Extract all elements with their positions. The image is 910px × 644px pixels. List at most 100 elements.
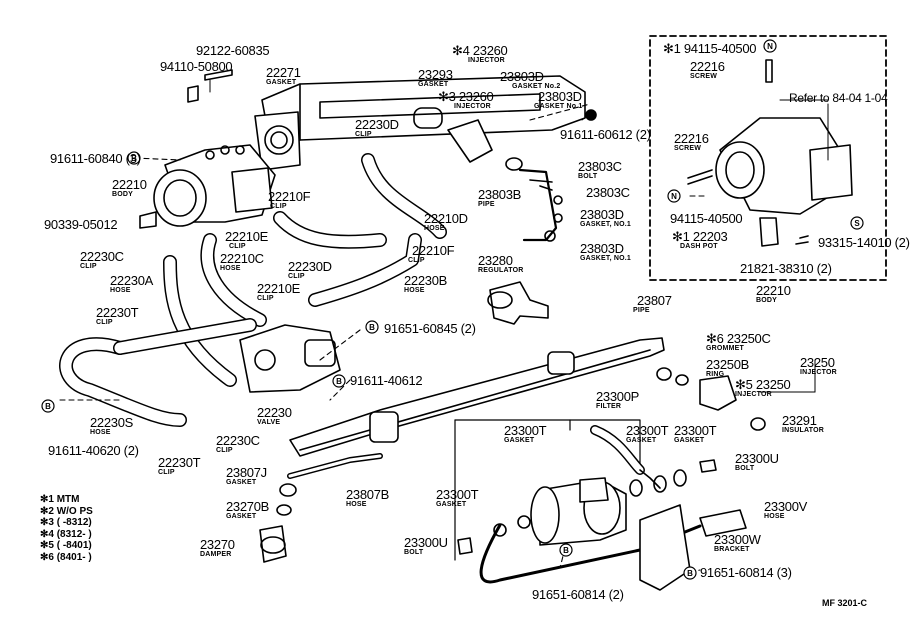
- part-description: PIPE: [478, 201, 495, 208]
- part-number: 90339-05012: [44, 217, 118, 232]
- part-description: INSULATOR: [782, 427, 824, 434]
- legend-item: ✻2 W/O PS: [40, 505, 93, 517]
- part-description: HOSE: [110, 287, 131, 294]
- part-number: 22210: [756, 283, 791, 298]
- part-number: 91651-60845 (2): [384, 321, 476, 336]
- part-number: 23270: [200, 537, 235, 552]
- part-description: GASKET No.1: [534, 103, 583, 110]
- part-description: BODY: [756, 297, 778, 304]
- part-description: HOSE: [90, 429, 111, 436]
- part-number: 23803D: [500, 69, 544, 84]
- part-description: HOSE: [346, 501, 367, 508]
- part-number: 23803D: [538, 89, 582, 104]
- part-number: 21821-38310 (2): [740, 261, 832, 276]
- part-number: 23280: [478, 253, 513, 268]
- part-number: 23803D: [580, 207, 624, 222]
- part-description: CLIP: [355, 131, 372, 138]
- part-number: 22210D: [424, 211, 468, 226]
- part-number: 22210E: [257, 281, 301, 296]
- part-number: 94115-40500: [670, 211, 743, 226]
- part-number: ✻3 23260: [438, 89, 494, 104]
- part-description: BOLT: [578, 173, 598, 180]
- part-number: 23300U: [735, 451, 779, 466]
- part-number: 23291: [782, 413, 817, 428]
- svg-text:B: B: [131, 154, 137, 163]
- svg-text:B: B: [687, 569, 693, 578]
- part-description: CLIP: [288, 273, 305, 280]
- part-number: ✻1 22203: [672, 229, 728, 244]
- svg-text:N: N: [767, 42, 773, 51]
- part-number: 23300V: [764, 499, 808, 514]
- callout-i7: 21821-38310 (2): [740, 262, 832, 275]
- part-description: GASKET: [436, 501, 467, 508]
- part-number: 23300T: [504, 423, 547, 438]
- part-description: INJECTOR: [468, 57, 505, 64]
- part-description: PIPE: [633, 307, 650, 314]
- part-number: 23250B: [706, 357, 750, 372]
- part-description: GASKET, NO.1: [580, 255, 632, 262]
- callout-p57: 91651-60814 (3): [700, 566, 792, 579]
- svg-text:B: B: [45, 402, 51, 411]
- part-number: ✻6 23250C: [706, 331, 771, 346]
- part-number: 22216: [690, 59, 725, 74]
- part-number: 23300T: [626, 423, 669, 438]
- part-description: HOSE: [220, 265, 241, 272]
- part-number: 22210: [112, 177, 147, 192]
- part-description: INJECTOR: [800, 369, 837, 376]
- part-number: 23270B: [226, 499, 270, 514]
- diagram-code: MF 3201-C: [822, 598, 868, 608]
- part-description: BOLT: [404, 549, 424, 556]
- svg-text:B: B: [563, 546, 569, 555]
- part-number: 91611-40612: [350, 373, 423, 388]
- part-description: GASKET: [626, 437, 657, 444]
- part-number: 91611-60612 (2): [560, 127, 651, 142]
- part-description: GASKET: [418, 81, 449, 88]
- part-description: GASKET: [504, 437, 535, 444]
- part-description: INJECTOR: [454, 103, 491, 110]
- callout-p42: 91611-40620 (2): [48, 444, 139, 457]
- part-description: BRACKET: [714, 546, 750, 553]
- refer-note: Refer to 84-04 1-04: [789, 91, 888, 105]
- part-number: 22230A: [110, 273, 154, 288]
- part-description: SCREW: [674, 145, 702, 152]
- part-description: GASKET: [266, 79, 297, 86]
- part-description: GASKET: [226, 479, 257, 486]
- part-number: 23803D: [580, 241, 624, 256]
- part-number: 23300T: [436, 487, 479, 502]
- callout-p58: 91651-60814 (2): [532, 588, 624, 601]
- part-description: CLIP: [80, 263, 97, 270]
- part-number: 22230D: [288, 259, 332, 274]
- part-description: RING: [706, 371, 725, 378]
- part-number: 22271: [266, 65, 301, 80]
